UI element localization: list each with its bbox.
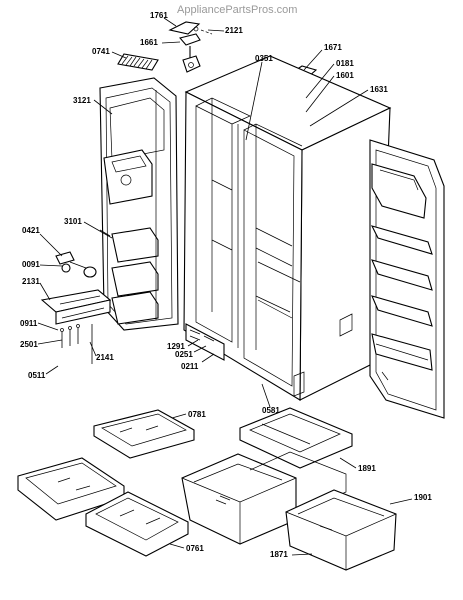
- label-1901: 1901: [414, 493, 432, 502]
- label-1631: 1631: [370, 85, 388, 94]
- control-light-parts: [40, 251, 112, 364]
- label-0211: 0211: [181, 362, 199, 371]
- label-2501: 2501: [20, 340, 38, 349]
- label-3121: 3121: [73, 96, 91, 105]
- label-1871: 1871: [270, 550, 288, 559]
- label-1661: 1661: [140, 38, 158, 47]
- label-1761: 1761: [150, 11, 168, 20]
- crisper-drawer: [181, 451, 347, 545]
- label-0251: 0251: [175, 350, 193, 359]
- label-0741: 0741: [92, 47, 110, 56]
- label-0761: 0761: [186, 544, 204, 553]
- watermark-text: AppliancePartsPros.com: [177, 4, 297, 16]
- label-0511: 0511: [28, 371, 46, 380]
- label-1891: 1891: [358, 464, 376, 473]
- cabinet-body: [183, 55, 392, 401]
- freezer-shelf-0761: [85, 491, 189, 557]
- pantry-drawer: [285, 489, 397, 571]
- label-0091: 0091: [22, 260, 40, 269]
- label-1601: 1601: [336, 71, 354, 80]
- label-2131: 2131: [22, 277, 40, 286]
- label-1291: 1291: [167, 342, 185, 351]
- label-0351: 0351: [255, 54, 273, 63]
- label-0181: 0181: [336, 59, 354, 68]
- crisper-cover: [239, 407, 353, 469]
- freezer-door: [99, 77, 179, 331]
- vent-grille: [117, 53, 159, 71]
- label-0781: 0781: [188, 410, 206, 419]
- top-hinge-left: [168, 21, 213, 73]
- leader-lines: [37, 17, 413, 556]
- label-0581: 0581: [262, 406, 280, 415]
- label-1671: 1671: [324, 43, 342, 52]
- label-0911: 0911: [20, 319, 38, 328]
- label-3101: 3101: [64, 217, 82, 226]
- label-2121: 2121: [225, 26, 243, 35]
- fresh-food-door: [369, 139, 445, 419]
- label-0421: 0421: [22, 226, 40, 235]
- label-2141: 2141: [96, 353, 114, 362]
- freezer-shelf-0781: [93, 409, 195, 459]
- part-labels: 1761 2121 1661 0741 0351 1671 0181 1601 …: [20, 11, 432, 559]
